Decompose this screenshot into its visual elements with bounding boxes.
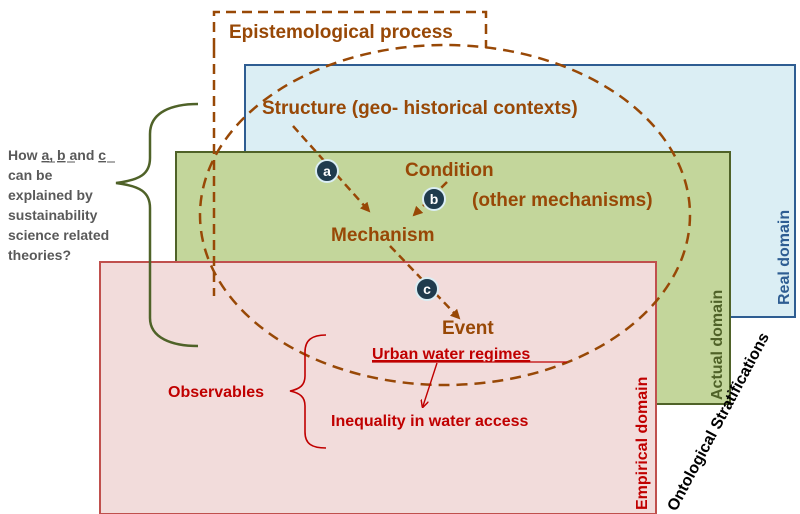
empirical-domain-box: [99, 261, 657, 514]
real-domain-label: Real domain: [776, 210, 793, 305]
other-mechanisms-label: (other mechanisms): [472, 190, 653, 211]
svg-text:science related: science related: [8, 227, 109, 243]
left-brace: [115, 102, 199, 348]
mechanism-label: Mechanism: [331, 225, 434, 246]
epistemological-label: Epistemological process: [229, 22, 453, 43]
epistemological-ellipse: [198, 43, 692, 387]
condition-label: Condition: [405, 160, 494, 181]
svg-text:How a, b and c: How a, b and c: [8, 147, 106, 163]
inequality-label: Inequality in water access: [331, 413, 529, 430]
observables-label: Observables: [168, 384, 264, 401]
actual-domain-label: Actual domain: [709, 290, 726, 400]
svg-text:sustainability: sustainability: [8, 207, 98, 223]
question-text: How a, b and c can be explained by susta…: [8, 147, 109, 263]
svg-text:can be: can be: [8, 167, 53, 183]
arrow-condition-mechanism: [412, 181, 448, 217]
observables-brace: [289, 334, 327, 449]
empirical-domain-label: Empirical domain: [634, 377, 651, 510]
arrow-urban-inequality: [423, 362, 438, 406]
marker-a: a: [315, 159, 339, 183]
svg-text:theories?: theories?: [8, 247, 71, 263]
urban-water-label: Urban water regimes: [372, 346, 530, 363]
marker-c: c: [415, 277, 439, 301]
svg-text:explained by: explained by: [8, 187, 93, 203]
arrow-mechanism-event: [389, 245, 461, 320]
svg-text:c: c: [423, 281, 431, 297]
epistemological-label-box: [212, 10, 488, 48]
structure-label: Structure (geo- historical contexts): [262, 98, 578, 119]
svg-text:a: a: [323, 163, 331, 179]
marker-b: b: [422, 187, 446, 211]
event-label: Event: [442, 318, 494, 339]
svg-text:b: b: [430, 191, 439, 207]
